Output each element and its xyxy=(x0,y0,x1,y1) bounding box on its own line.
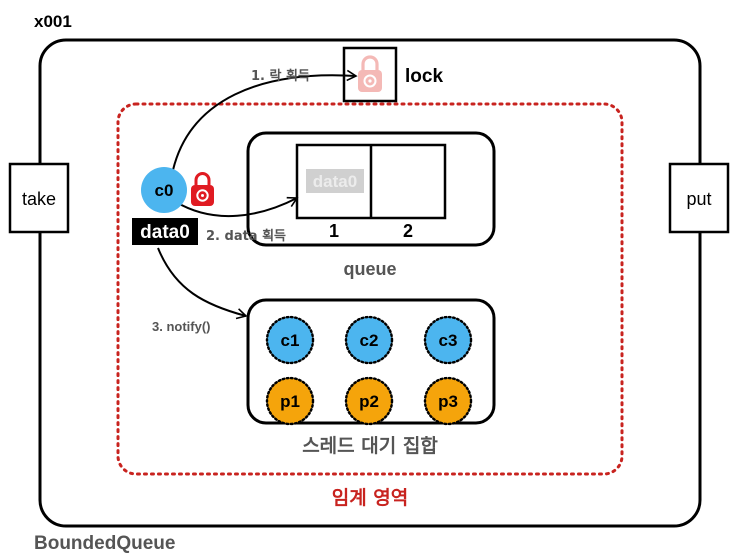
object-id-label: x001 xyxy=(34,12,72,31)
arrow-take-data xyxy=(175,196,299,218)
queue-slot-1-index: 1 xyxy=(329,221,339,241)
arrow-notify xyxy=(157,247,248,320)
queue-slot-2-index: 2 xyxy=(403,221,413,241)
consumer-c2-thread xyxy=(344,315,394,365)
consumer-c0-label: c0 xyxy=(155,181,174,200)
bounded-queue-box xyxy=(38,38,702,528)
put-method-label: put xyxy=(686,189,711,209)
lock-label: lock xyxy=(405,66,443,87)
consumer-c1-thread xyxy=(265,315,315,365)
producer-p2-label: p2 xyxy=(359,392,379,411)
queue-label: queue xyxy=(343,259,396,279)
producer-p3-thread xyxy=(423,376,473,426)
take-method-label: take xyxy=(22,189,56,209)
queue-slot-1-data: data0 xyxy=(313,172,357,191)
consumer-c3-thread xyxy=(423,315,473,365)
step-3-label: 3. notify() xyxy=(152,319,211,334)
producer-p1-thread xyxy=(265,376,315,426)
arrow-acquire-lock xyxy=(172,69,358,171)
critical-section-label: 임계 영역 xyxy=(332,487,409,509)
producer-p1-label: p1 xyxy=(280,392,300,411)
put-method-box xyxy=(668,162,730,234)
take-method-box xyxy=(8,162,70,234)
consumer-c1-label: c1 xyxy=(281,331,300,350)
critical-section-region xyxy=(116,102,624,476)
wait-set-label: 스레드 대기 집합 xyxy=(302,435,438,457)
consumer-c2-label: c2 xyxy=(360,331,379,350)
producer-p2-thread xyxy=(344,376,394,426)
class-name-label: BoundedQueue xyxy=(34,533,175,554)
faded-lock-icon xyxy=(358,55,382,92)
consumer-c3-label: c3 xyxy=(439,331,458,350)
held-data-badge xyxy=(132,218,198,245)
held-data-label: data0 xyxy=(140,222,190,243)
consumer-c0-thread xyxy=(141,167,187,213)
step-1-label: 1. 락 획득 xyxy=(251,68,310,84)
queue-box xyxy=(246,131,496,247)
queue-slot-1-data-bg xyxy=(306,169,364,193)
step-2-label: 2. data 획득 xyxy=(206,228,286,244)
held-lock-icon xyxy=(191,172,214,206)
producer-p3-label: p3 xyxy=(438,392,458,411)
